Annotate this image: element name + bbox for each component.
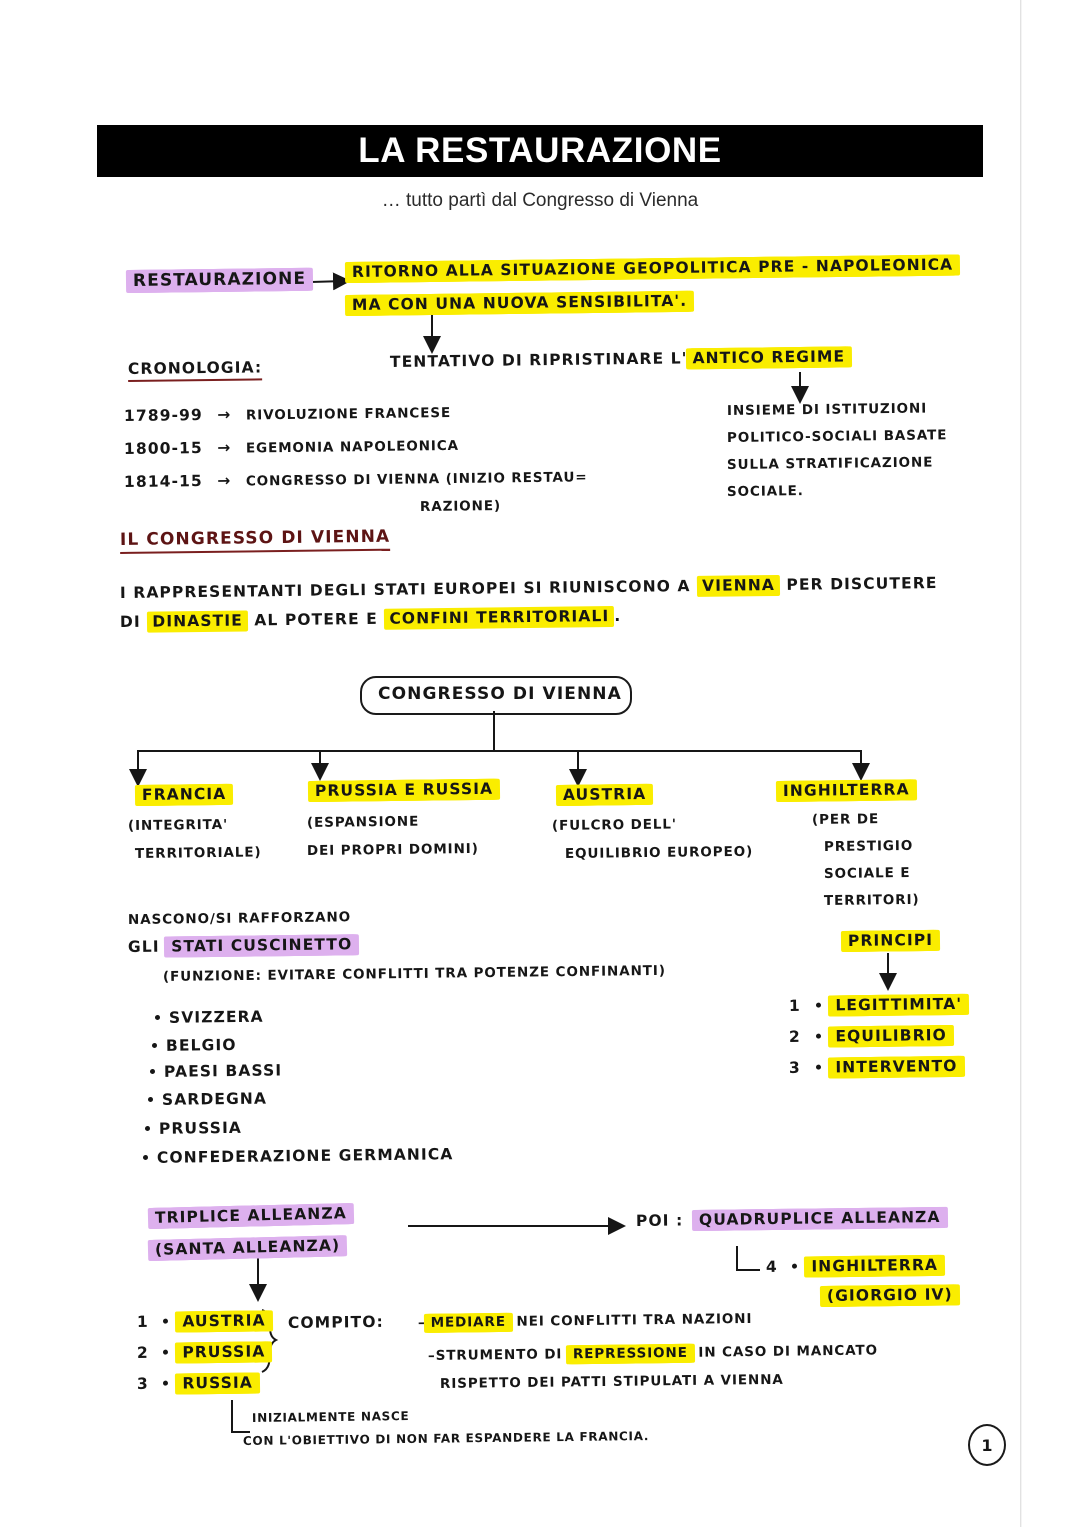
tree-branch-desc: SOCIALE E: [823, 864, 911, 882]
congress-paragraph-line-1: I RAPPRESENTANTI DEGLI STATI EUROPEI SI …: [119, 574, 938, 602]
tree-branch-desc: TERRITORI): [823, 891, 920, 909]
definition-line-1: RITORNO ALLA SITUAZIONE GEOPOLITICA PRE …: [346, 254, 959, 283]
consequence-line: TENTATIVO DI RIPRISTINARE L'ANTICO REGIM…: [390, 346, 851, 373]
chronology-row: 1800-15 → EGEMONIA NAPOLEONICA: [123, 437, 460, 458]
buffer-list-item: BELGIO: [151, 1036, 237, 1055]
alliance-name-line-1: TRIPLICE ALLEANZA: [149, 1203, 353, 1229]
tree-branch-desc: PRESTIGIO: [823, 837, 914, 855]
bullet-icon: [163, 1380, 169, 1386]
bullet-icon: [163, 1318, 169, 1324]
bullet-icon: [149, 1068, 156, 1074]
tree-branch-label-inghilterra: INGHILTERRA: [777, 779, 915, 802]
antico-regime-explain-1: INSIEME DI ISTITUZIONI: [726, 400, 928, 419]
title-banner: LA RESTAURAZIONE: [97, 125, 983, 177]
alliance-task-2: –STRUMENTO DI REPRESSIONE IN CASO DI MAN…: [427, 1342, 879, 1365]
page-number-badge: 1: [968, 1424, 1006, 1466]
tree-branch-desc: (PER DE: [811, 811, 880, 828]
definition-line-2: MA CON UNA NUOVA SENSIBILITA'.: [346, 290, 693, 316]
bullet-icon: [816, 1002, 822, 1008]
tree-root-box: [360, 676, 632, 715]
tree-branch-desc: DEI PROPRI DOMINI): [306, 840, 479, 859]
bullet-icon: [147, 1096, 154, 1102]
term-restaurazione: RESTAURAZIONE: [127, 267, 312, 293]
alliance-task-1: –MEDIARE NEI CONFLITTI TRA NAZIONI: [417, 1310, 753, 1333]
alliance-member-row: 1 AUSTRIA: [137, 1310, 271, 1333]
bullet-icon: [154, 1014, 161, 1020]
buffer-intro-line-2: GLI STATI CUSCINETTO: [128, 934, 358, 958]
alliance-name-line-2: (SANTA ALLEANZA): [149, 1235, 346, 1261]
tree-branch-label-prussia-russia: PRUSSIA E RUSSIA: [309, 778, 499, 802]
buffer-intro-line-1: NASCONO/SI RAFFORZANO: [127, 909, 352, 928]
alliance-member-row: 3 RUSSIA: [137, 1372, 259, 1395]
buffer-list-item: PRUSSIA: [144, 1119, 242, 1138]
buffer-list-item: CONFEDERAZIONE GERMANICA: [142, 1145, 453, 1167]
bullet-icon: [816, 1033, 822, 1039]
alliance-footnote-line-2: CON L'OBIETTIVO DI NON FAR ESPANDERE LA …: [242, 1429, 650, 1448]
tree-branch-desc: (ESPANSIONE: [306, 813, 420, 831]
alliance-fourth-member: 4 INGHILTERRA: [766, 1254, 944, 1278]
tree-branch-desc: (INTEGRITA': [127, 816, 229, 834]
alliance-footnote-line-1: INIZIALMENTE NASCE: [251, 1409, 410, 1425]
chronology-row: 1814-15 → CONGRESSO DI VIENNA (INIZIO RE…: [123, 469, 588, 491]
tree-branch-desc: TERRITORIALE): [134, 844, 262, 862]
bullet-icon: [816, 1064, 822, 1070]
principle-item: 3 INTERVENTO: [789, 1055, 963, 1079]
tree-branch-label-austria: AUSTRIA: [557, 783, 652, 806]
congress-paragraph-line-2: DI DINASTIE AL POTERE E CONFINI TERRITOR…: [119, 605, 622, 633]
chronology-row: 1789-99 → RIVOLUZIONE FRANCESE: [123, 405, 452, 425]
antico-regime-explain-2: POLITICO-SOCIALI BASATE: [726, 427, 948, 446]
buffer-function-note: (FUNZIONE: EVITARE CONFLITTI TRA POTENZE…: [162, 962, 666, 985]
tree-branch-desc: EQUILIBRIO EUROPEO): [564, 843, 754, 862]
alliance-new-name: QUADRUPLICE ALLEANZA: [693, 1206, 946, 1231]
page-title: LA RESTAURAZIONE: [358, 131, 722, 170]
chronology-row-continuation: RAZIONE): [419, 498, 502, 515]
antico-regime-explain-4: SOCIALE.: [726, 483, 804, 500]
congress-heading: IL CONGRESSO DI VIENNA: [119, 526, 391, 554]
tree-branch-label-francia: FRANCIA: [136, 783, 232, 806]
bullet-icon: [163, 1349, 169, 1355]
bullet-icon: [151, 1042, 158, 1048]
scan-edge-line-secondary: [1021, 0, 1022, 1527]
bullet-icon: [792, 1263, 798, 1269]
alliance-task-label: COMPITO:: [287, 1312, 384, 1332]
antico-regime-explain-3: SULLA STRATIFICAZIONE: [726, 454, 934, 473]
page-subtitle: … tutto partì dal Congresso di Vienna: [381, 190, 699, 211]
bullet-icon: [144, 1125, 151, 1131]
tree-root-label: CONGRESSO DI VIENNA: [378, 684, 622, 704]
alliance-fourth-member-note: (GIORGIO IV): [821, 1284, 958, 1307]
tree-branch-desc: (FULCRO DELL': [551, 816, 677, 834]
buffer-list-item: PAESI BASSI: [149, 1061, 282, 1081]
alliance-member-row: 2 PRUSSIA: [137, 1341, 271, 1364]
buffer-list-item: SARDEGNA: [147, 1090, 267, 1109]
buffer-list-item: SVIZZERA: [154, 1008, 264, 1027]
chronology-heading: CRONOLOGIA:: [127, 358, 263, 382]
scan-edge-line: [1020, 0, 1021, 1527]
alliance-transition-label: POI :: [635, 1211, 684, 1230]
alliance-task-2-continuation: RISPETTO DEI PATTI STIPULATI A VIENNA: [439, 1371, 784, 1392]
principles-title: PRINCIPI: [842, 929, 939, 952]
principle-item: 1 LEGITTIMITA': [789, 993, 968, 1017]
principle-item: 2 EQUILIBRIO: [789, 1025, 952, 1048]
bullet-icon: [142, 1154, 149, 1160]
